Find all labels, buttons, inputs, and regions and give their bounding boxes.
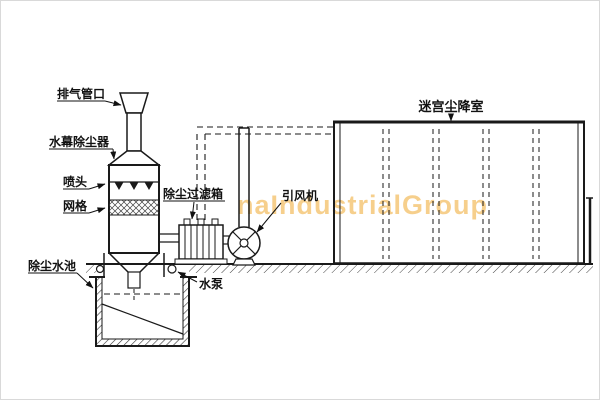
spray-nozzle-tip bbox=[114, 181, 124, 191]
label-water-pump: 水泵 bbox=[199, 276, 223, 291]
spray-nozzle-tip bbox=[144, 181, 154, 191]
leader-water-pump bbox=[177, 271, 198, 283]
pool-wall-hatch bbox=[96, 277, 189, 346]
label-induced-draft-fan: 引风机 bbox=[282, 188, 318, 203]
label-water-curtain-duster: 水幕除尘器 bbox=[49, 134, 110, 149]
filter-box-body bbox=[178, 224, 224, 260]
ground bbox=[86, 263, 593, 273]
dashed-duct-run bbox=[196, 126, 335, 220]
leader-induced-draft-fan bbox=[256, 202, 282, 233]
water-curtain-duster-tower bbox=[103, 92, 165, 289]
exhaust-chimney bbox=[126, 112, 142, 152]
chimney-rain-cap bbox=[118, 92, 150, 114]
tower-bottom-cone-right bbox=[139, 252, 160, 273]
induced-draft-fan bbox=[227, 127, 261, 266]
fan-base bbox=[232, 258, 256, 266]
leader-mesh-grid bbox=[88, 207, 106, 214]
tower-bottom-cone-left bbox=[108, 252, 129, 273]
filter-box-base bbox=[174, 258, 228, 265]
tower-drain-outlet bbox=[127, 271, 141, 289]
ground-level-pipes bbox=[159, 233, 229, 245]
label-mesh-grid: 网格 bbox=[63, 198, 88, 213]
callouts: 排气管口 水幕除尘器 喷头 网格 除尘水池 除尘过滤箱 水泵 引风机 迷宫尘降室 bbox=[28, 86, 484, 291]
label-spray-nozzle: 喷头 bbox=[63, 174, 87, 189]
leader-dust-water-pool bbox=[76, 272, 94, 289]
water-pump-symbol bbox=[167, 264, 177, 274]
leader-water-curtain-duster bbox=[110, 148, 117, 160]
dust-water-pool bbox=[89, 264, 197, 347]
leader-dust-filter-box bbox=[189, 201, 196, 220]
ground-hatch-right bbox=[189, 265, 593, 273]
pool-inner-wall bbox=[101, 277, 184, 340]
watermark-text: naIndustrialGroup bbox=[237, 190, 488, 220]
label-dust-filter-box: 除尘过滤箱 bbox=[163, 186, 223, 201]
pool-outer-wall bbox=[95, 277, 190, 347]
filter-box-nub bbox=[197, 218, 205, 226]
label-labyrinth-chamber: 迷宫尘降室 bbox=[417, 99, 483, 114]
ground-hatch-left bbox=[86, 265, 96, 273]
pool-slope-plate bbox=[101, 303, 184, 335]
tower-top-cone bbox=[106, 150, 162, 166]
fan-hub bbox=[239, 238, 249, 248]
dust-filter-box bbox=[174, 218, 228, 265]
label-exhaust-outlet: 排气管口 bbox=[57, 86, 105, 101]
label-dust-water-pool: 除尘水池 bbox=[28, 258, 76, 273]
leader-spray-nozzle bbox=[88, 183, 106, 190]
filter-box-nub bbox=[183, 218, 191, 226]
filter-box-nub bbox=[211, 218, 219, 226]
spray-nozzle-tip bbox=[129, 181, 139, 191]
leader-exhaust-outlet bbox=[104, 100, 122, 107]
mesh-grid-band bbox=[108, 199, 160, 216]
chamber-baffles bbox=[382, 129, 540, 259]
labyrinth-dust-chamber bbox=[333, 120, 593, 264]
pool-fitting-circle bbox=[95, 264, 105, 274]
